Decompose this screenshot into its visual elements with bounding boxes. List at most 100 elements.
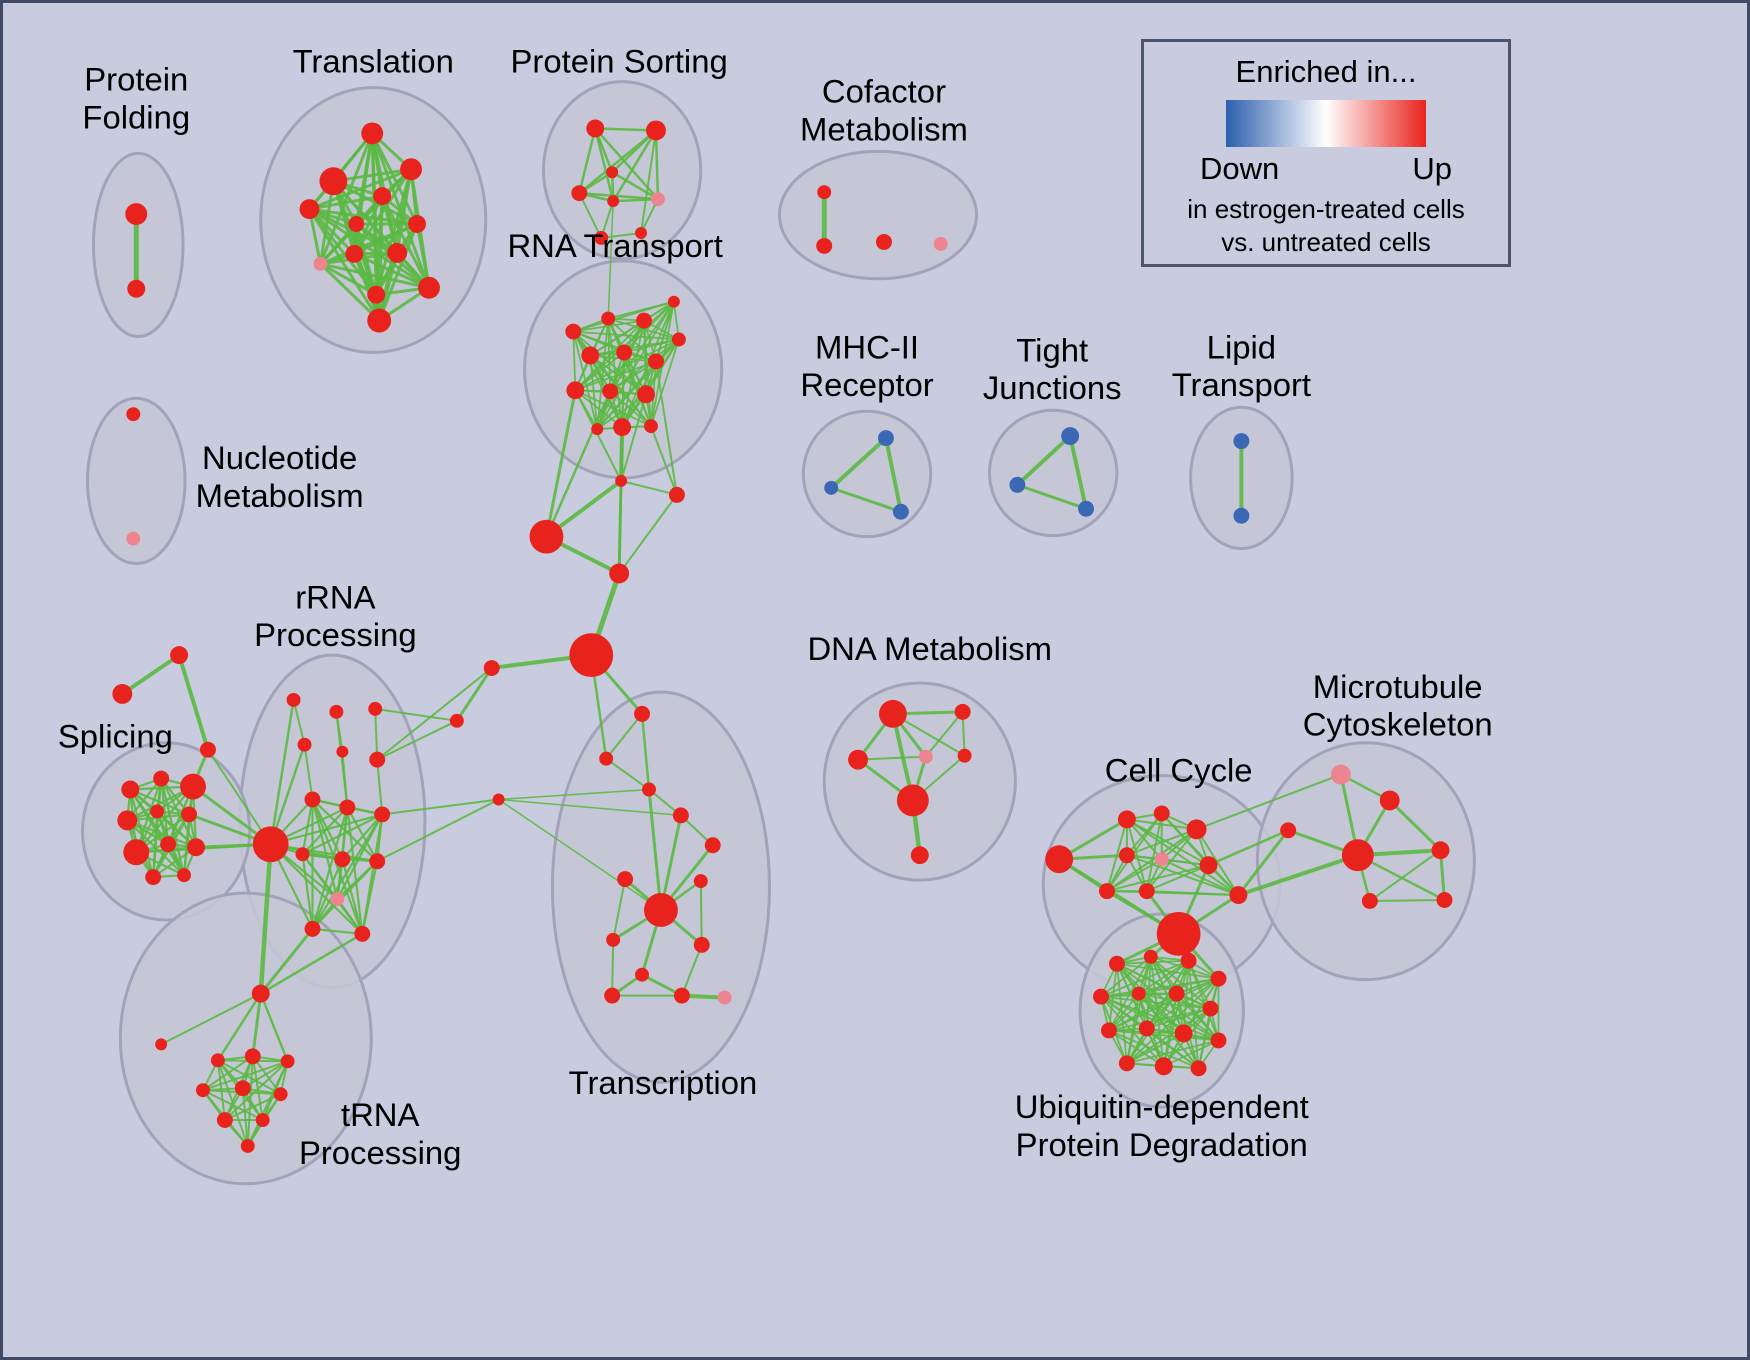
gene-set-node[interactable]: [877, 430, 894, 447]
gene-set-node[interactable]: [117, 810, 138, 831]
gene-set-node[interactable]: [642, 782, 656, 797]
gene-set-node[interactable]: [704, 837, 721, 854]
gene-set-node[interactable]: [244, 1048, 261, 1065]
gene-set-node[interactable]: [408, 215, 426, 233]
gene-set-node[interactable]: [594, 230, 609, 245]
gene-set-node[interactable]: [199, 741, 216, 758]
gene-set-node[interactable]: [1143, 949, 1158, 964]
gene-set-node[interactable]: [369, 853, 386, 870]
gene-set-node[interactable]: [1061, 427, 1080, 446]
gene-set-node[interactable]: [361, 122, 384, 145]
gene-set-node[interactable]: [616, 344, 633, 361]
gene-set-node[interactable]: [1100, 1022, 1117, 1039]
gene-set-node[interactable]: [240, 1138, 255, 1153]
gene-set-node[interactable]: [667, 295, 680, 308]
gene-set-node[interactable]: [348, 216, 365, 232]
gene-set-node[interactable]: [1186, 819, 1207, 840]
gene-set-node[interactable]: [650, 192, 665, 207]
gene-set-node[interactable]: [1199, 856, 1218, 875]
gene-set-node[interactable]: [1330, 764, 1351, 785]
gene-set-node[interactable]: [251, 984, 270, 1003]
gene-set-node[interactable]: [1341, 839, 1374, 872]
gene-set-node[interactable]: [155, 1038, 168, 1051]
gene-set-node[interactable]: [607, 195, 620, 208]
gene-set-node[interactable]: [369, 751, 386, 768]
gene-set-node[interactable]: [613, 418, 632, 437]
gene-set-node[interactable]: [153, 770, 170, 787]
gene-set-node[interactable]: [565, 323, 582, 340]
gene-set-node[interactable]: [817, 185, 832, 200]
gene-set-node[interactable]: [1210, 970, 1227, 987]
gene-set-node[interactable]: [1180, 952, 1197, 969]
gene-set-node[interactable]: [1138, 883, 1155, 900]
gene-set-node[interactable]: [1436, 892, 1453, 908]
gene-set-node[interactable]: [329, 704, 344, 719]
gene-set-node[interactable]: [160, 836, 177, 853]
gene-set-node[interactable]: [668, 486, 685, 503]
gene-set-node[interactable]: [693, 874, 708, 889]
gene-set-node[interactable]: [1229, 886, 1248, 905]
gene-set-node[interactable]: [304, 791, 321, 808]
gene-set-node[interactable]: [330, 892, 345, 906]
gene-set-node[interactable]: [644, 893, 678, 927]
gene-set-node[interactable]: [280, 1054, 295, 1069]
gene-set-node[interactable]: [1118, 847, 1135, 864]
gene-set-node[interactable]: [648, 353, 664, 370]
gene-set-node[interactable]: [1379, 790, 1400, 811]
gene-set-node[interactable]: [492, 793, 505, 806]
gene-set-node[interactable]: [387, 242, 408, 263]
gene-set-node[interactable]: [367, 285, 386, 304]
gene-set-node[interactable]: [255, 1113, 270, 1128]
gene-set-node[interactable]: [1117, 810, 1136, 829]
gene-set-node[interactable]: [569, 633, 614, 678]
gene-set-node[interactable]: [602, 383, 619, 400]
gene-set-node[interactable]: [295, 847, 310, 862]
gene-set-node[interactable]: [299, 199, 320, 220]
gene-set-node[interactable]: [196, 1083, 210, 1098]
gene-set-node[interactable]: [892, 503, 909, 520]
gene-set-node[interactable]: [1190, 1060, 1207, 1077]
gene-set-node[interactable]: [126, 407, 141, 422]
gene-set-node[interactable]: [646, 120, 666, 141]
gene-set-node[interactable]: [216, 1112, 233, 1129]
gene-set-node[interactable]: [234, 1080, 251, 1097]
gene-set-node[interactable]: [671, 332, 686, 347]
gene-set-node[interactable]: [601, 311, 616, 326]
gene-set-node[interactable]: [336, 745, 349, 758]
gene-set-node[interactable]: [615, 474, 628, 487]
gene-set-node[interactable]: [1078, 500, 1095, 517]
gene-set-node[interactable]: [693, 936, 710, 953]
gene-set-node[interactable]: [824, 480, 839, 495]
gene-set-node[interactable]: [1168, 985, 1185, 1002]
gene-set-node[interactable]: [319, 167, 348, 196]
gene-set-node[interactable]: [1361, 893, 1378, 909]
gene-set-node[interactable]: [1156, 911, 1201, 956]
gene-set-node[interactable]: [957, 748, 972, 763]
gene-set-node[interactable]: [150, 804, 165, 819]
gene-set-node[interactable]: [1431, 841, 1450, 860]
gene-set-node[interactable]: [875, 233, 892, 250]
gene-set-node[interactable]: [297, 737, 312, 752]
gene-set-node[interactable]: [1009, 476, 1026, 493]
gene-set-node[interactable]: [1233, 507, 1250, 524]
gene-set-node[interactable]: [121, 780, 140, 799]
gene-set-node[interactable]: [304, 920, 321, 937]
gene-set-node[interactable]: [126, 531, 141, 546]
gene-set-node[interactable]: [418, 276, 440, 299]
gene-set-node[interactable]: [373, 187, 392, 206]
gene-set-node[interactable]: [313, 256, 328, 271]
gene-set-node[interactable]: [368, 701, 383, 716]
gene-set-node[interactable]: [609, 563, 630, 584]
gene-set-node[interactable]: [483, 660, 500, 677]
gene-set-node[interactable]: [604, 987, 621, 1004]
gene-set-node[interactable]: [1154, 852, 1169, 867]
gene-set-node[interactable]: [354, 925, 371, 942]
gene-set-node[interactable]: [123, 839, 150, 866]
gene-set-node[interactable]: [1093, 988, 1109, 1005]
gene-set-node[interactable]: [339, 799, 356, 816]
gene-set-node[interactable]: [127, 279, 146, 298]
gene-set-node[interactable]: [571, 185, 588, 202]
gene-set-node[interactable]: [933, 236, 948, 251]
gene-set-node[interactable]: [1131, 986, 1146, 1001]
gene-set-node[interactable]: [606, 932, 621, 947]
